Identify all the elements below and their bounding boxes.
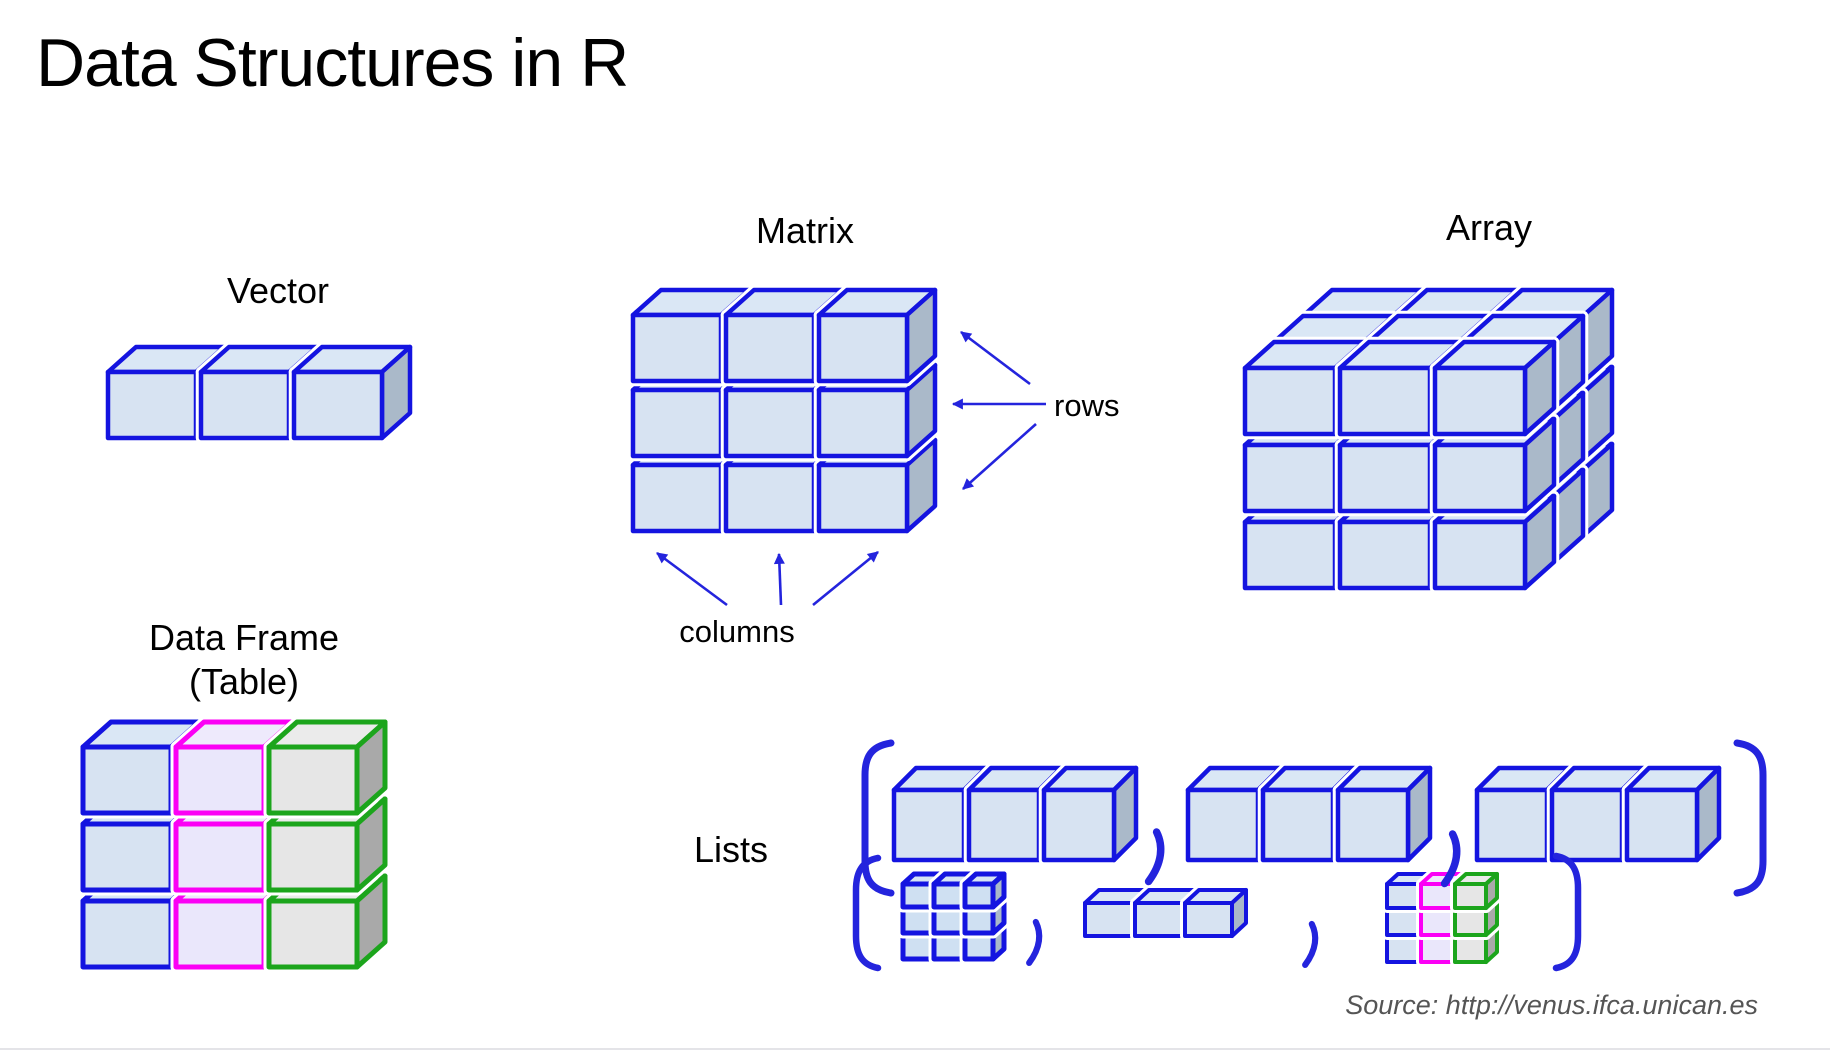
dataframe-label-line1: Data Frame [148,617,340,658]
figure-array [1239,284,1618,594]
rows-label: rows [1054,388,1120,423]
list-row1-comma-2-comma-icon [1440,830,1461,888]
columns-arrow-2-arrow-icon [773,552,785,606]
list-row1-comma-1-comma-icon [1144,828,1165,886]
figure-list-vector-1 [888,762,1142,866]
columns-arrow-1-arrow-icon [656,551,728,607]
vector-label: Vector [226,270,330,311]
dataframe-label-line2: (Table) [188,660,300,702]
annotation-arrows [656,330,1046,607]
list-brackets [852,739,1767,972]
source-credit: Source: http://venus.ifca.unican.es [1345,990,1758,1020]
dataframe-label: Data Frame (Table) [149,616,339,704]
columns-arrow-3-arrow-icon [812,550,879,607]
list-row2-comma-2-comma-icon [1302,920,1319,968]
array-label: Array [1445,207,1533,248]
lists-label: Lists [693,829,769,870]
figure-vector [102,341,416,444]
list-row2-open-bracket-icon [852,854,882,972]
figure-list-dataframe [1382,869,1502,967]
rows-arrow-3-arrow-icon [962,423,1037,490]
bottom-divider [0,1048,1830,1050]
figure-list-small-vector [1080,885,1251,941]
list-row1-open-bracket-icon [861,739,895,897]
list-row2-close-bracket-icon [1552,852,1582,972]
figure-list-matrix [897,868,1010,965]
list-commas [1026,828,1461,968]
list-row1-close-bracket-icon [1733,739,1767,897]
figure-matrix [627,284,941,537]
page-title: Data Structures in R [36,25,629,101]
figure-list-vector-3 [1471,762,1725,866]
figure-dataframe [77,716,391,973]
matrix-label: Matrix [756,210,854,251]
list-row2-comma-1-comma-icon [1026,918,1043,966]
rows-arrow-1-arrow-icon [960,330,1031,386]
figure-list-vector-2 [1182,762,1436,866]
columns-label: columns [679,614,795,649]
